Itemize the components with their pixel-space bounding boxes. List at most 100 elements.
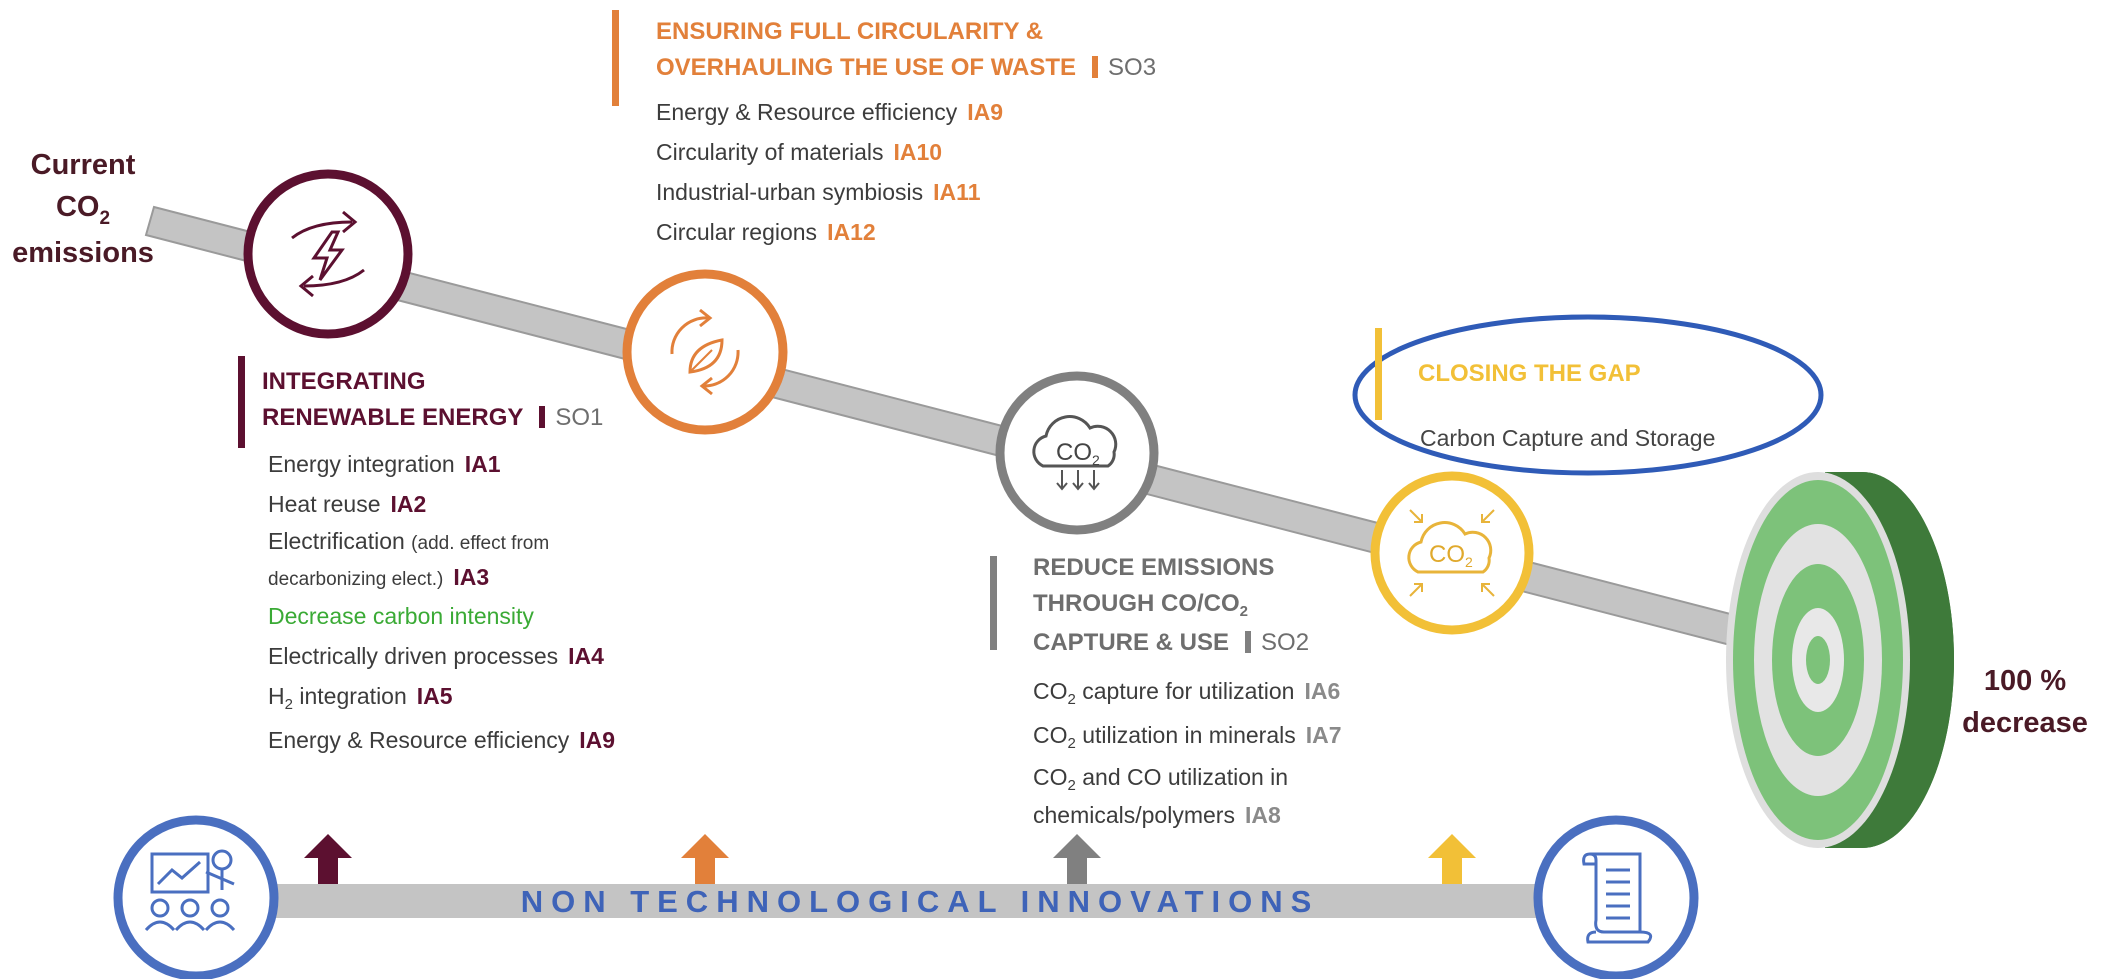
so3-item-1-text: Energy & Resource efficiency bbox=[656, 99, 958, 125]
so2-title-sub: 2 bbox=[1239, 603, 1249, 620]
so1-title-line2: RENEWABLE ENERGY SO1 bbox=[262, 400, 615, 436]
so1-item-3-line2-text: decarbonizing elect.) bbox=[268, 569, 444, 590]
so1-item-5-text: Electrically driven processes bbox=[268, 643, 559, 669]
so1-item-1: Energy integration IA1 bbox=[268, 444, 615, 484]
co2-text: CO bbox=[1056, 439, 1092, 466]
gap-item: Carbon Capture and Storage bbox=[1420, 425, 1716, 451]
so1-item-7-text: Energy & Resource efficiency bbox=[268, 727, 570, 753]
so2-code: SO2 bbox=[1261, 629, 1310, 656]
highlight-ellipse bbox=[1352, 314, 1824, 476]
co2-text-sub: 2 bbox=[1465, 554, 1473, 570]
so3-accent-bar bbox=[612, 10, 619, 106]
so2-item-2-co: CO bbox=[1033, 722, 1068, 748]
start-label-line2: CO2 bbox=[8, 186, 158, 232]
recycle-leaf-icon bbox=[622, 269, 788, 435]
so2-item-3-line2-text: chemicals/polymers bbox=[1033, 802, 1235, 828]
end-label: 100 % decrease bbox=[1950, 660, 2100, 744]
gap-accent-bar bbox=[1375, 328, 1382, 420]
svg-text:CO2: CO2 bbox=[1429, 541, 1473, 570]
up-arrow-so1 bbox=[304, 834, 352, 884]
so1-item-2: Heat reuse IA2 bbox=[268, 484, 615, 524]
co2-cloud-compress-icon: CO2 bbox=[1370, 471, 1534, 635]
so3-item-2-text: Circularity of materials bbox=[656, 139, 884, 165]
so1-item-5-code: IA4 bbox=[568, 643, 604, 669]
so3-item-3: Industrial-urban symbiosis IA11 bbox=[656, 172, 1156, 212]
so1-item-2-code: IA2 bbox=[390, 491, 427, 517]
so1-item-3-line2: decarbonizing elect.) IA3 bbox=[268, 561, 615, 596]
so1-item-6: H2 integration IA5 bbox=[268, 676, 615, 720]
so2-title-line1: REDUCE EMISSIONS bbox=[1033, 554, 1275, 581]
so2-item-3-sub: 2 bbox=[1067, 777, 1076, 794]
so2-item-3-text: and CO utilization in bbox=[1075, 764, 1289, 790]
so2-item-2: CO2 utilization in minerals IA7 bbox=[1033, 715, 1342, 759]
start-label: Current CO2 emissions bbox=[8, 144, 158, 274]
so2-item-1-sub: 2 bbox=[1067, 691, 1076, 708]
so3-item-2: Circularity of materials IA10 bbox=[656, 132, 1156, 172]
so3-code: SO3 bbox=[1108, 54, 1157, 81]
so1-item-4: Decrease carbon intensity bbox=[268, 603, 534, 629]
so3-item-3-text: Industrial-urban symbiosis bbox=[656, 179, 924, 205]
so2-item-1-text: capture for utilization bbox=[1075, 678, 1295, 704]
end-label-line1: 100 % bbox=[1983, 665, 2067, 697]
so3-title-line2: OVERHAULING THE USE OF WASTE SO3 bbox=[656, 50, 1156, 86]
so3-title-text: OVERHAULING THE USE OF WASTE bbox=[656, 54, 1077, 81]
non-tech-label: NON TECHNOLOGICAL INNOVATIONS bbox=[520, 884, 1320, 919]
co2-text-sub: 2 bbox=[1092, 452, 1100, 468]
so2-item-1-code: IA6 bbox=[1304, 678, 1341, 704]
so1-item-6-sub: 2 bbox=[284, 696, 293, 713]
so2-accent-bar bbox=[990, 556, 997, 650]
so2-divider bbox=[1245, 631, 1252, 653]
so2-item-3-line2: chemicals/polymers IA8 bbox=[1033, 799, 1342, 831]
so2-item-3: CO2 and CO utilization in bbox=[1033, 759, 1342, 799]
so1-item-3-code: IA3 bbox=[453, 564, 490, 590]
so1-item-7-code: IA9 bbox=[579, 727, 616, 753]
so1-title-text: RENEWABLE ENERGY bbox=[262, 404, 524, 431]
so1-item-1-text: Energy integration bbox=[268, 451, 455, 477]
so3-item-2-code: IA10 bbox=[893, 139, 943, 165]
start-label-sub: 2 bbox=[99, 208, 111, 229]
so2-item-3-code: IA8 bbox=[1244, 802, 1281, 828]
so3-section: ENSURING FULL CIRCULARITY & OVERHAULING … bbox=[656, 14, 1156, 252]
so1-item-6-h: H bbox=[268, 683, 285, 709]
so1-item-1-code: IA1 bbox=[464, 451, 501, 477]
co2-cloud-capture-icon: CO2 bbox=[995, 371, 1159, 535]
up-arrow-so2 bbox=[1053, 834, 1101, 884]
target-icon bbox=[1726, 472, 1954, 848]
so3-item-4-code: IA12 bbox=[827, 219, 876, 245]
so1-item-3-text: Electrification bbox=[268, 528, 405, 554]
so1-section: INTEGRATING RENEWABLE ENERGY SO1 Energy i… bbox=[262, 364, 615, 760]
so1-code: SO1 bbox=[555, 404, 604, 431]
so1-item-5: Electrically driven processes IA4 bbox=[268, 636, 615, 676]
so3-divider bbox=[1092, 56, 1099, 78]
so3-title-line1: ENSURING FULL CIRCULARITY & bbox=[656, 18, 1044, 45]
so2-item-3-co: CO bbox=[1033, 764, 1068, 790]
so2-item-2-code: IA7 bbox=[1305, 722, 1342, 748]
so2-item-1: CO2 capture for utilization IA6 bbox=[1033, 671, 1342, 715]
so1-item-6-rest: integration bbox=[292, 683, 407, 709]
so2-title-text3: CAPTURE & USE bbox=[1033, 629, 1230, 656]
so1-item-6-code: IA5 bbox=[416, 683, 453, 709]
so1-divider bbox=[539, 406, 546, 428]
so3-item-3-code: IA11 bbox=[933, 179, 981, 205]
so1-item-7: Energy & Resource efficiency IA9 bbox=[268, 720, 615, 760]
so2-title-line3: CAPTURE & USE SO2 bbox=[1033, 625, 1342, 661]
so2-item-1-co: CO bbox=[1033, 678, 1068, 704]
start-label-line3: emissions bbox=[12, 237, 154, 269]
so2-item-2-text: utilization in minerals bbox=[1075, 722, 1296, 748]
gap-title: CLOSING THE GAP bbox=[1418, 360, 1641, 387]
scroll-document-icon bbox=[1533, 815, 1699, 979]
so1-accent-bar bbox=[238, 356, 245, 448]
start-label-line1: Current bbox=[30, 149, 136, 181]
presentation-people-icon bbox=[113, 815, 279, 979]
so1-title-line1: INTEGRATING bbox=[262, 368, 426, 395]
co2-text: CO bbox=[1429, 541, 1465, 568]
so1-item-3: Electrification (add. effect from bbox=[268, 524, 615, 561]
up-arrow-gap bbox=[1428, 834, 1476, 884]
so1-item-2-text: Heat reuse bbox=[268, 491, 381, 517]
end-label-line2: decrease bbox=[1962, 707, 2088, 739]
so2-item-2-sub: 2 bbox=[1067, 735, 1076, 752]
start-label-co: CO bbox=[55, 191, 100, 223]
energy-swap-icon bbox=[243, 169, 413, 339]
